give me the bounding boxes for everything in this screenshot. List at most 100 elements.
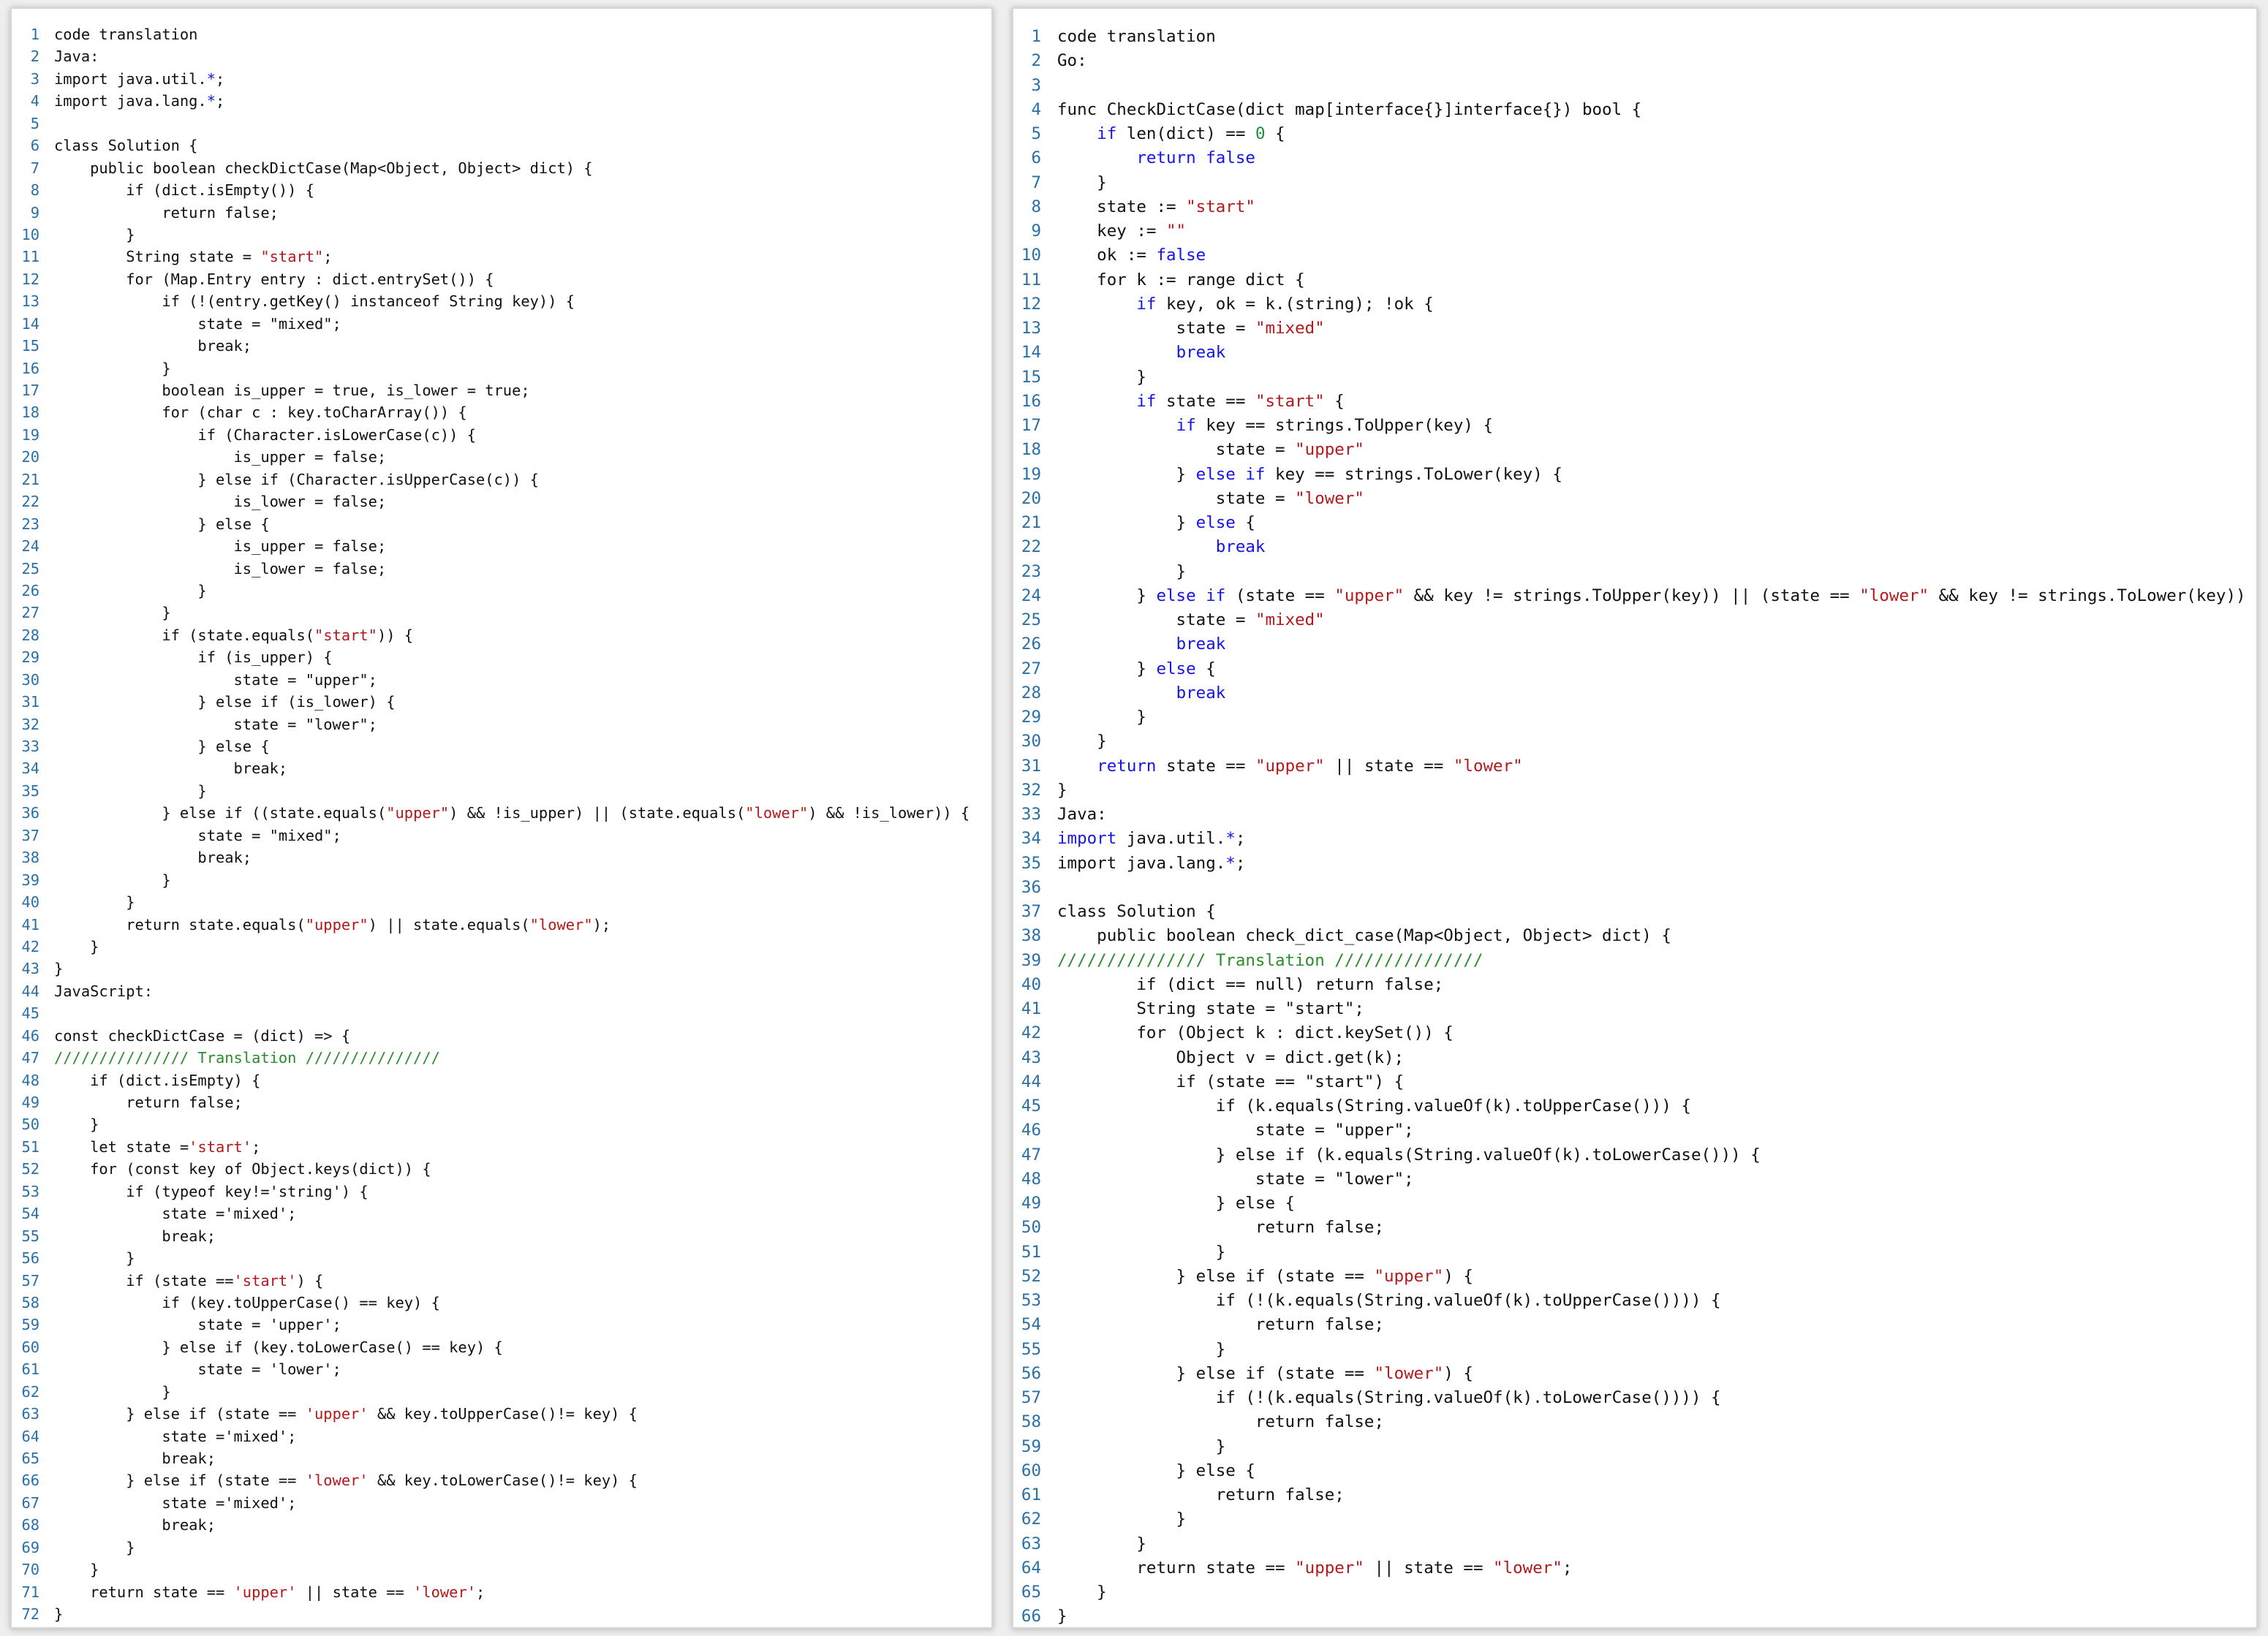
line-number: 34 [1021, 829, 1041, 849]
code-token: Java: [54, 48, 99, 66]
code-token: "mixed" [1255, 319, 1325, 338]
line-number: 53 [21, 1182, 39, 1200]
line-code: if (state.equals("start")) { [54, 624, 991, 646]
code-line: 39 } [12, 869, 991, 891]
code-line: 40 } [12, 891, 991, 913]
code-line: 11 for k := range dict { [1013, 268, 2256, 292]
line-code: if (is_upper) { [54, 646, 991, 668]
code-token: } [1057, 1436, 1226, 1456]
line-number: 3 [30, 69, 39, 88]
code-line: 63 } [1013, 1532, 2256, 1556]
line-number: 9 [1031, 221, 1041, 241]
code-token: break; [54, 1227, 216, 1245]
line-number: 4 [1031, 99, 1041, 119]
line-number: 27 [1021, 659, 1041, 678]
code-token: } else if (state == [54, 1472, 306, 1490]
line-number: 41 [1021, 999, 1041, 1018]
code-token: && key.toLowerCase()!= key) { [368, 1472, 638, 1490]
line-number: 60 [21, 1338, 39, 1356]
code-line: 21 } else if (Character.isUpperCase(c)) … [12, 469, 991, 491]
line-number: 26 [1021, 635, 1041, 654]
code-line: 52 for (const key of Object.keys(dict)) … [12, 1158, 991, 1180]
line-code: if key, ok = k.(string); !ok { [1057, 292, 2256, 317]
code-line: 3 [1013, 74, 2256, 98]
line-code: code translation [54, 23, 991, 45]
line-number: 53 [1021, 1291, 1041, 1310]
line-number: 28 [21, 626, 39, 644]
code-line: 54 return false; [1013, 1313, 2256, 1337]
line-code: } [54, 869, 991, 891]
code-token: Go: [1057, 51, 1087, 71]
code-line: 10 } [12, 224, 991, 246]
line-code: } [1057, 560, 2256, 584]
line-code: state ='mixed'; [54, 1492, 991, 1514]
code-line: 35 } [12, 780, 991, 802]
line-code: } [1057, 730, 2256, 754]
line-code: return false; [54, 1091, 991, 1113]
line-code: break; [54, 757, 991, 779]
line-number: 59 [1021, 1436, 1041, 1456]
code-token: } [54, 937, 99, 955]
code-token: "start" [260, 248, 324, 266]
line-code: } else { [1057, 511, 2256, 535]
code-line: 27 } [12, 602, 991, 624]
line-code: return state == "upper" || state == "low… [1057, 754, 2256, 779]
code-token [1057, 148, 1136, 167]
code-line: 29 } [1013, 705, 2256, 730]
code-token: ) { [1443, 1363, 1473, 1383]
code-line: 65 } [1013, 1580, 2256, 1605]
code-token: } [54, 1382, 171, 1401]
line-number: 32 [1021, 780, 1041, 800]
code-line: 5 [12, 113, 991, 135]
line-number: 54 [21, 1205, 39, 1223]
code-token: return [1097, 756, 1157, 776]
code-token: if (state == "start") { [1057, 1072, 1405, 1091]
line-number: 61 [21, 1360, 39, 1379]
line-code: } else if ((state.equals("upper") && !is… [54, 802, 991, 824]
line-number: 66 [1021, 1607, 1041, 1626]
code-token: || state == [296, 1583, 414, 1601]
line-code: } [54, 602, 991, 624]
code-token: 'start' [233, 1271, 297, 1290]
code-token: break; [54, 1516, 216, 1534]
code-token: 'upper' [305, 1405, 368, 1423]
code-token [1057, 392, 1136, 411]
code-token: state = "mixed"; [54, 826, 341, 844]
code-token: } [54, 1605, 64, 1624]
code-token: } [1057, 1242, 1226, 1262]
line-number: 8 [30, 181, 39, 200]
code-token: for k := range dict { [1057, 270, 1305, 289]
line-number: 48 [21, 1071, 39, 1089]
line-code: public boolean checkDictCase(Map<Object,… [54, 157, 991, 179]
code-token: } else { [54, 738, 270, 755]
code-token: ; [323, 248, 333, 266]
line-number: 6 [1031, 148, 1041, 168]
line-number: 38 [1021, 926, 1041, 946]
code-token: return false; [54, 1094, 243, 1111]
line-number: 60 [1021, 1461, 1041, 1480]
code-line: 44 if (state == "start") { [1013, 1070, 2256, 1094]
code-token: if (dict.isEmpty()) { [54, 181, 315, 200]
line-code: Java: [1057, 803, 2256, 827]
line-code: } else if (is_lower) { [54, 691, 991, 713]
code-line: 15 break; [12, 335, 991, 357]
code-token: "lower" [1493, 1558, 1562, 1578]
code-token: || state == [1324, 756, 1454, 776]
line-code: for (const key of Object.keys(dict)) { [54, 1158, 991, 1180]
code-line: 41 String state = "start"; [1013, 997, 2256, 1021]
code-token: code translation [54, 26, 198, 43]
line-code: } [54, 1247, 991, 1269]
line-code: public boolean check_dict_case(Map<Objec… [1057, 924, 2256, 948]
code-line: 19 } else if key == strings.ToLower(key)… [1013, 463, 2256, 487]
code-token: 'lower' [305, 1472, 368, 1490]
code-line: 69 } [12, 1537, 991, 1559]
code-token: ) || state.equals( [368, 915, 530, 933]
code-line: 9 return false; [12, 202, 991, 224]
code-line: 38 public boolean check_dict_case(Map<Ob… [1013, 924, 2256, 948]
code-line: 30 state = "upper"; [12, 669, 991, 691]
code-token: state = "upper"; [1057, 1121, 1414, 1140]
